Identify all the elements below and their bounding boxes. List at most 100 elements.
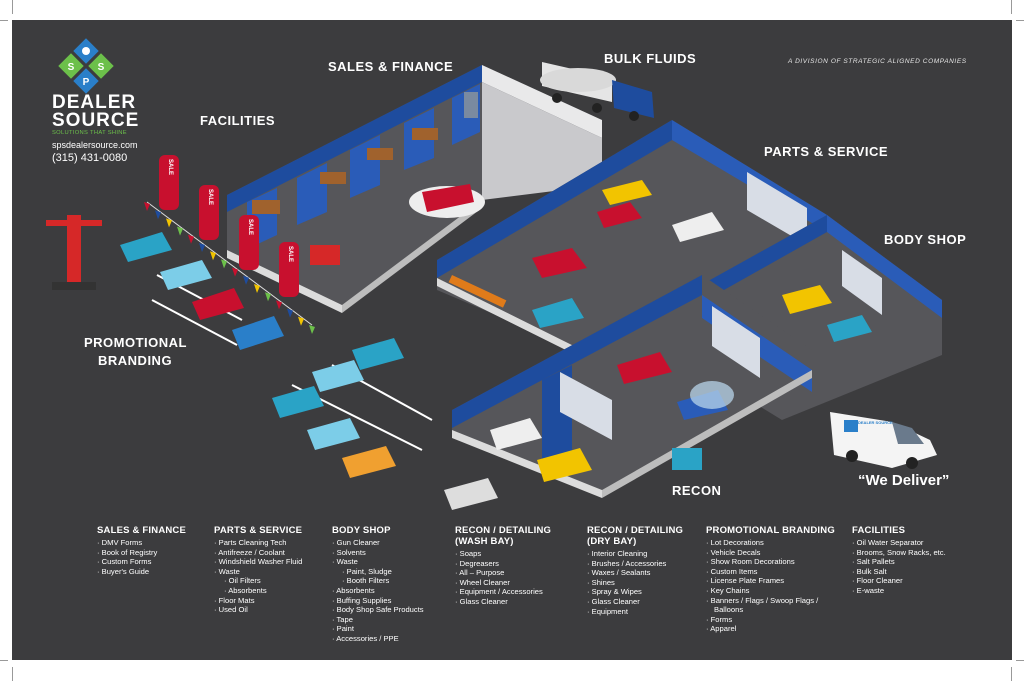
logo-letter: P: [83, 77, 90, 88]
bunting-pennant: [243, 275, 249, 285]
list-item: · Antifreeze / Coolant: [214, 547, 285, 557]
list-item: · Brushes / Accessories: [587, 558, 667, 568]
sale-flags: SALE SALE SALE SALE: [159, 155, 299, 297]
list-item: · Equipment: [587, 606, 628, 616]
list-item: · Buffing Supplies: [332, 595, 392, 605]
list-item: · Lot Decorations: [706, 538, 764, 547]
list-item: · Custom Forms: [97, 557, 152, 567]
brand-website[interactable]: spsdealersource.com: [52, 140, 138, 150]
crop-mark: [12, 667, 13, 681]
crop-mark: [1016, 20, 1024, 21]
list-item: · Forms: [706, 614, 733, 624]
list-item: · Key Chains: [706, 585, 750, 595]
list-item: · Glass Cleaner: [455, 596, 508, 606]
sale-flag-text: SALE: [287, 246, 293, 262]
list-title: (DRY BAY): [587, 536, 637, 547]
bunting-pennant: [155, 210, 161, 220]
list-item: · Custom Items: [706, 566, 758, 576]
list-item: · Interior Cleaning: [587, 549, 648, 558]
inflatable-tube-man: [46, 215, 102, 290]
crop-mark: [12, 0, 13, 14]
brand-tagline: SOLUTIONS THAT SHINE: [52, 130, 127, 136]
bunting-pennant: [276, 300, 282, 310]
list-title: RECON / DETAILING: [587, 525, 684, 536]
logo-letter: S: [98, 62, 105, 73]
label-facilities: FACILITIES: [200, 113, 276, 128]
label-branding: BRANDING: [98, 353, 173, 368]
we-deliver-text: “We Deliver”: [858, 472, 950, 489]
list-item: · Bulk Salt: [852, 566, 887, 576]
list-item: · Glass Cleaner: [587, 596, 640, 606]
poster: SALE SALE SALE SALE S S P DEALER SOURCE …: [12, 20, 1012, 660]
bunting-line: [146, 201, 313, 326]
list-item: · Floor Cleaner: [852, 576, 903, 586]
label-bulk-fluids: BULK FLUIDS: [604, 51, 697, 66]
list-title: SALES & FINANCE: [97, 525, 187, 536]
bunting-pennant: [166, 218, 172, 228]
list-item: · Equipment / Accessories: [455, 587, 543, 597]
list-item: · Wheel Cleaner: [455, 577, 510, 587]
list-item: · Brooms, Snow Racks, etc.: [852, 547, 946, 557]
list-item: · Vehicle Decals: [706, 547, 761, 557]
bunting-pennant: [177, 226, 183, 236]
list-item: · Paint, Sludge: [342, 566, 392, 576]
list-item: · Absorbents: [332, 585, 375, 595]
bunting-pennant: [199, 243, 205, 252]
list-promotional: PROMOTIONAL BRANDING · Lot Decorations· …: [706, 525, 846, 634]
list-item: · Waxes / Sealants: [587, 568, 651, 578]
brand-name-line2: SOURCE: [52, 110, 140, 131]
label-sales-finance: SALES & FINANCE: [328, 59, 454, 74]
list-item: · Solvents: [332, 547, 366, 557]
brand-phone[interactable]: (315) 431-0080: [52, 152, 128, 164]
list-item: · Shines: [587, 577, 615, 587]
list-title: FACILITIES: [852, 525, 906, 536]
list-item: · Salt Pallets: [852, 557, 895, 567]
list-item: · Accessories / PPE: [332, 633, 399, 643]
sale-flag-text: SALE: [167, 159, 173, 175]
list-recon-wash: RECON / DETAILING (WASH BAY) · Soaps· De…: [455, 525, 585, 607]
crop-mark: [0, 660, 8, 661]
list-item: · Body Shop Safe Products: [332, 605, 424, 615]
list-item: · Parts Cleaning Tech: [214, 538, 287, 547]
list-item: · Oil Filters: [224, 576, 261, 586]
parking-lot: [120, 232, 498, 510]
sale-flag-text: SALE: [207, 189, 213, 205]
list-title: PARTS & SERVICE: [214, 525, 303, 536]
bunting-pennant: [188, 234, 194, 244]
recon-building: [452, 275, 812, 498]
bunting-pennant: [210, 251, 216, 261]
bunting-pennant: [287, 308, 293, 318]
list-item: · Floor Mats: [214, 595, 255, 605]
list-title: BODY SHOP: [332, 525, 391, 536]
parts-service-building: [437, 120, 827, 368]
list-item: · E-waste: [852, 585, 885, 595]
bulk-fluids-truck: [540, 62, 654, 121]
list-title: RECON / DETAILING: [455, 525, 552, 536]
crop-mark: [1011, 0, 1012, 14]
label-promotional: PROMOTIONAL: [84, 335, 187, 350]
list-title: PROMOTIONAL BRANDING: [706, 525, 835, 536]
sps-logo-icon: S S P: [58, 38, 114, 94]
sale-flag-text: SALE: [247, 219, 253, 235]
list-item: · Book of Registry: [97, 547, 158, 557]
list-item: · License Plate Frames: [706, 576, 785, 586]
bunting-pennant: [254, 284, 260, 293]
list-item: · Absorbents: [224, 585, 267, 595]
list-item: · Soaps: [455, 549, 482, 558]
list-facilities: FACILITIES · Oil Water Separator· Brooms…: [852, 525, 982, 596]
bunting-pennant: [221, 259, 227, 269]
label-parts-service: PARTS & SERVICE: [764, 144, 889, 159]
list-item: · Used Oil: [214, 605, 248, 615]
list-item: · Show Room Decorations: [706, 557, 795, 567]
bunting-pennant: [265, 292, 271, 302]
van-logo-text: DEALER SOURCE: [858, 420, 893, 425]
crop-mark: [0, 20, 8, 21]
delivery-van: [830, 412, 937, 469]
bunting-pennants: [144, 201, 315, 334]
list-item: · Spray & Wipes: [587, 587, 642, 597]
list-title: (WASH BAY): [455, 536, 514, 547]
list-item: · Waste: [332, 557, 358, 567]
bunting-pennant: [232, 267, 238, 277]
label-recon: RECON: [672, 483, 722, 498]
list-item: · Paint: [332, 624, 354, 634]
